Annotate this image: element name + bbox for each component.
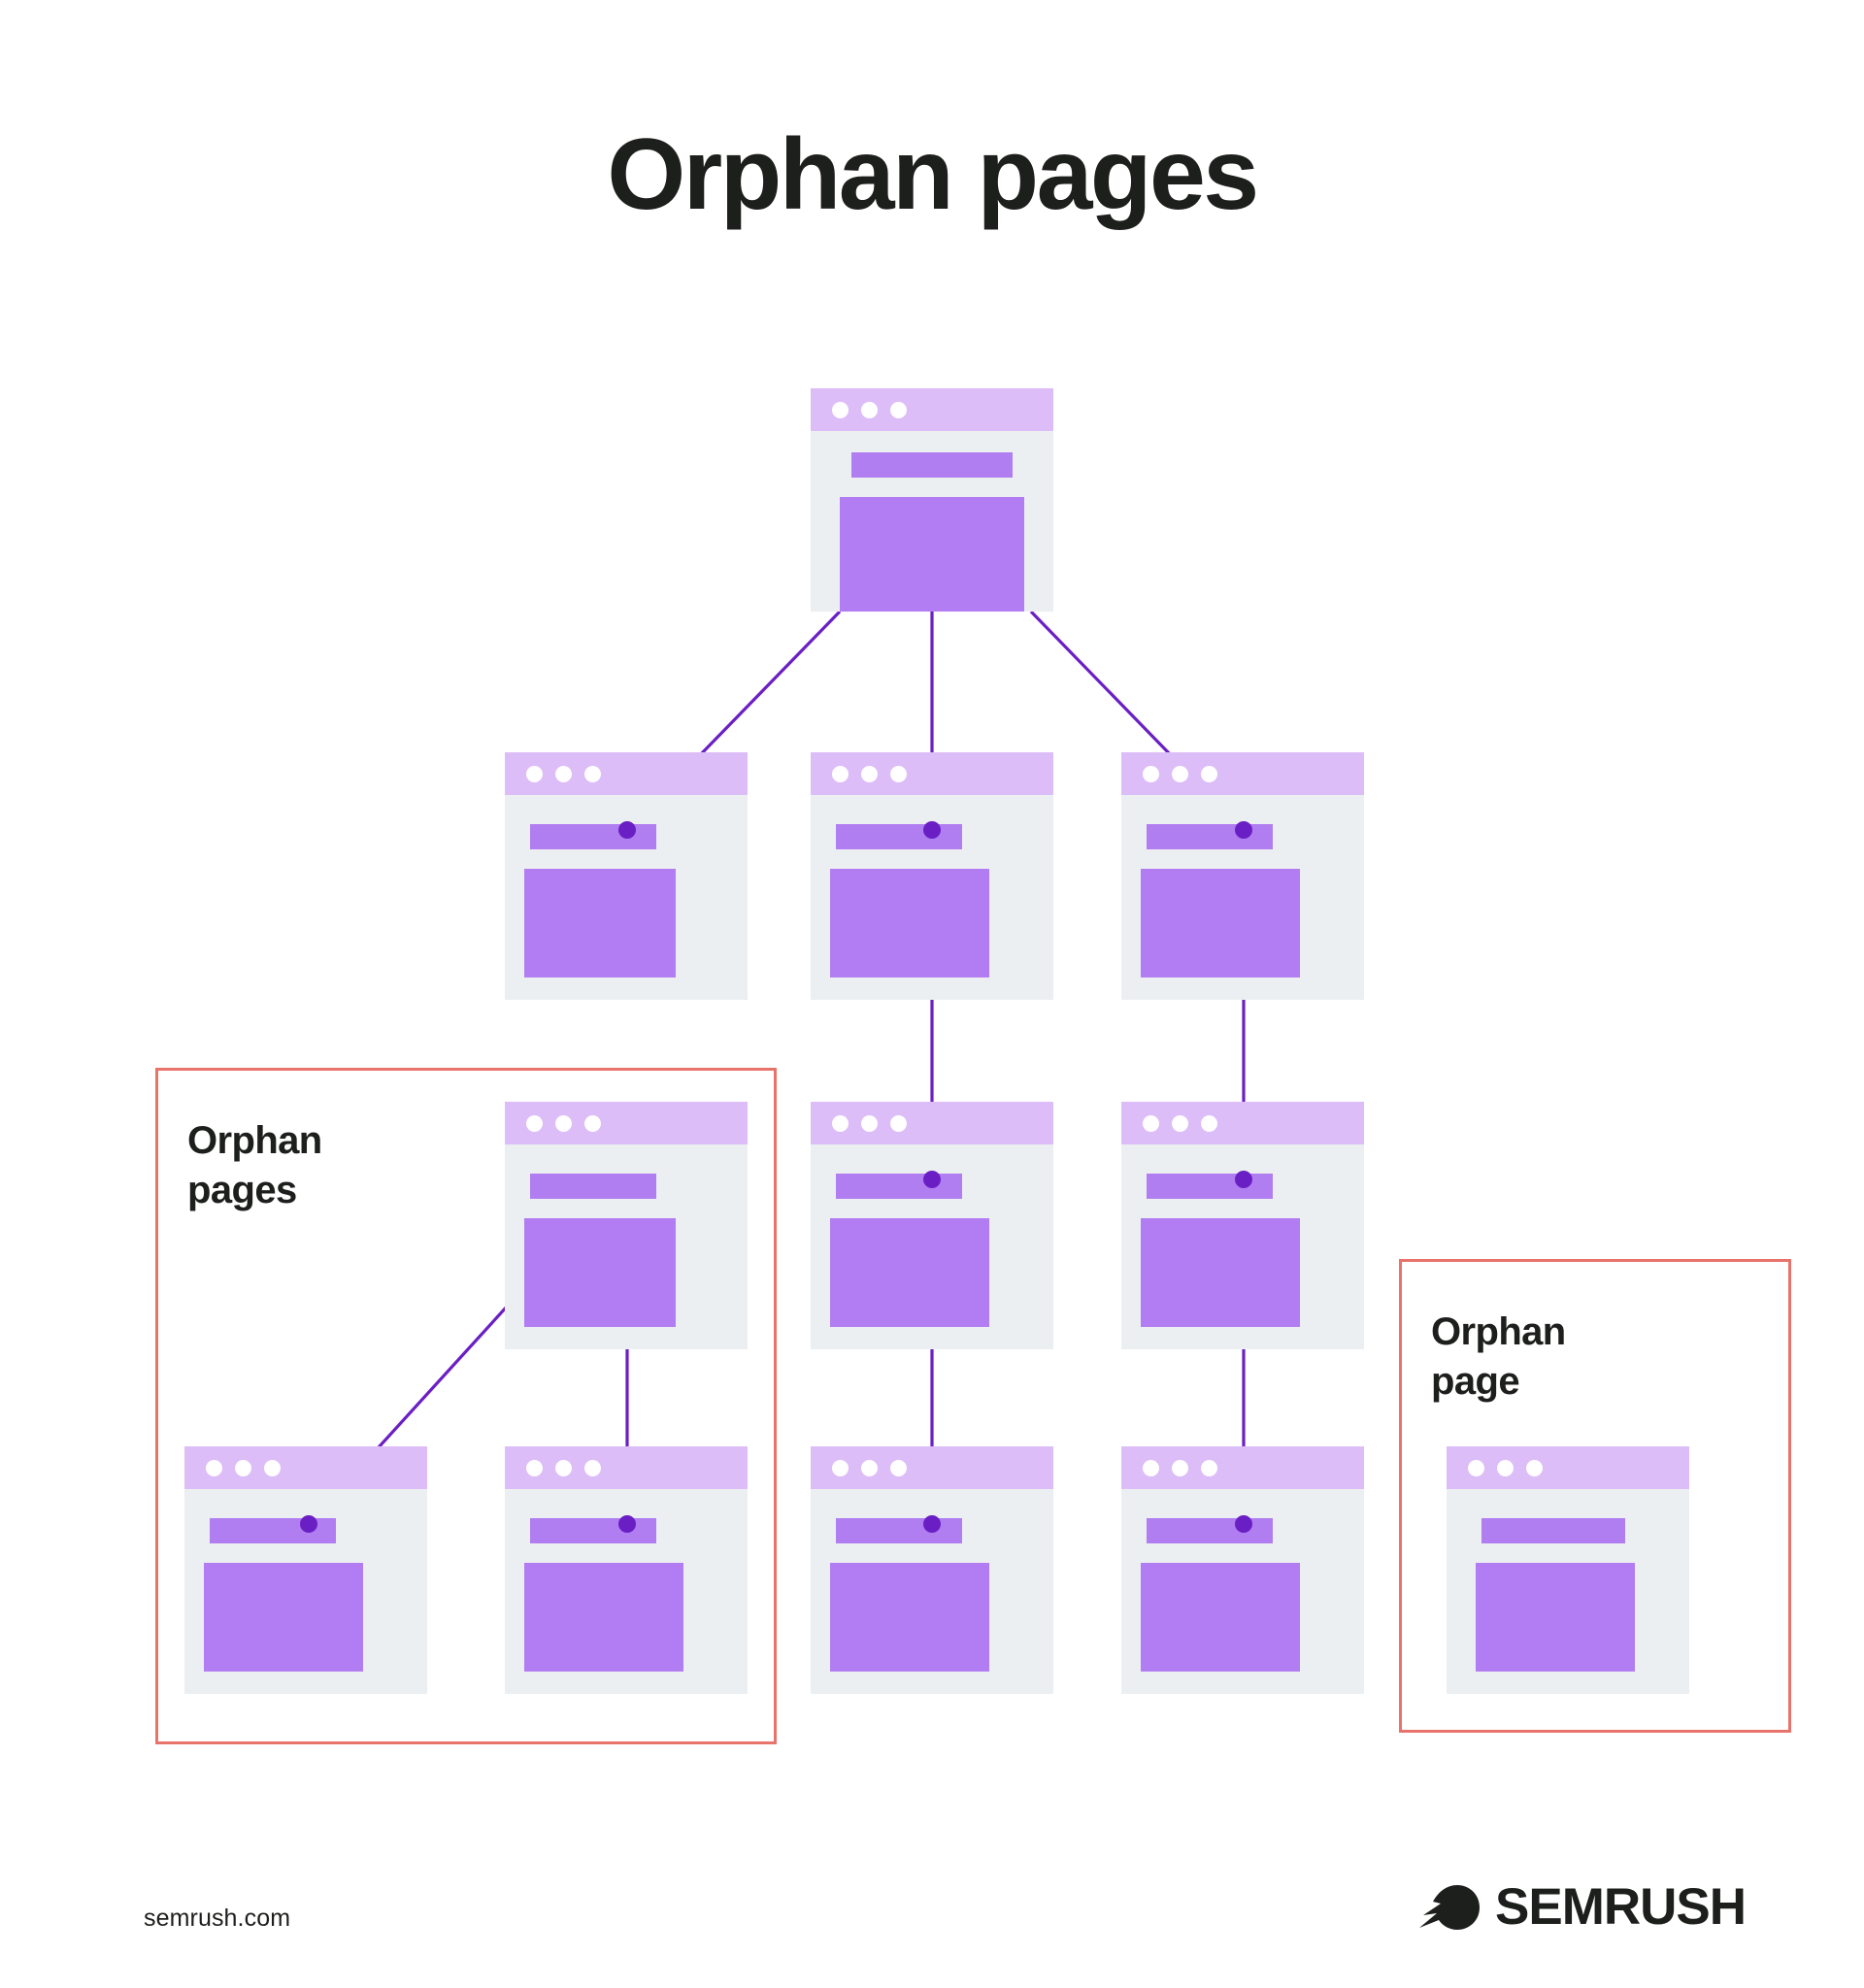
window-dot-3-icon — [1201, 765, 1217, 782]
card-content-block — [1141, 1218, 1300, 1327]
card-titlebar — [505, 1102, 748, 1144]
card-titlebar — [1447, 1446, 1689, 1489]
window-dot-3-icon — [1201, 1459, 1217, 1476]
window-dot-1-icon — [832, 1459, 849, 1476]
browser-card-level3-page-3[interactable] — [1121, 1102, 1364, 1349]
window-dot-2-icon — [1172, 765, 1188, 782]
window-dot-1-icon — [526, 1114, 543, 1132]
browser-card-orphan-child-page-2[interactable] — [505, 1446, 748, 1694]
card-headline-bar — [836, 1174, 962, 1199]
highlight-box-orphan-pages-group — [155, 1068, 777, 1744]
semrush-comet-logo — [1417, 1883, 1481, 1932]
window-dot-2-icon — [555, 765, 572, 782]
card-content-block — [1476, 1563, 1635, 1672]
browser-card-level2-page-3[interactable] — [1121, 752, 1364, 1000]
window-dot-3-icon — [890, 765, 907, 782]
window-dot-3-icon — [584, 765, 601, 782]
window-dot-2-icon — [861, 1114, 878, 1132]
page-title: Orphan pages — [607, 118, 1259, 231]
window-dot-1-icon — [526, 1459, 543, 1476]
card-headline-bar — [1147, 824, 1273, 849]
window-dot-2-icon — [861, 765, 878, 782]
window-dot-3-icon — [890, 1114, 907, 1132]
window-dot-2-icon — [555, 1459, 572, 1476]
browser-card-level4-page-3[interactable] — [1121, 1446, 1364, 1694]
card-content-block — [1141, 1563, 1300, 1672]
card-titlebar — [505, 1446, 748, 1489]
window-dot-2-icon — [861, 1459, 878, 1476]
browser-card-root-page[interactable] — [811, 388, 1053, 612]
window-dot-1-icon — [1143, 1459, 1159, 1476]
window-dot-1-icon — [832, 765, 849, 782]
window-dot-3-icon — [584, 1114, 601, 1132]
window-dot-3-icon — [1201, 1114, 1217, 1132]
card-headline-bar — [836, 1518, 962, 1543]
window-dot-3-icon — [1526, 1459, 1543, 1476]
window-dot-2-icon — [1497, 1459, 1514, 1476]
browser-card-isolated-orphan-page[interactable] — [1447, 1446, 1689, 1694]
window-dot-3-icon — [264, 1459, 281, 1476]
card-titlebar — [811, 752, 1053, 795]
window-dot-3-icon — [890, 1459, 907, 1476]
window-dot-2-icon — [235, 1459, 251, 1476]
card-titlebar — [1121, 1102, 1364, 1144]
semrush-logo: SEMRUSH — [1417, 1878, 1747, 1936]
browser-card-level3-page-2[interactable] — [811, 1102, 1053, 1349]
card-headline-bar — [530, 1174, 656, 1199]
window-dot-2-icon — [555, 1114, 572, 1132]
window-dot-1-icon — [1143, 765, 1159, 782]
card-content-block — [1141, 869, 1300, 977]
card-content-block — [524, 1218, 676, 1327]
window-dot-2-icon — [1172, 1114, 1188, 1132]
card-headline-bar — [851, 452, 1013, 478]
card-headline-bar — [210, 1518, 336, 1543]
window-dot-2-icon — [861, 401, 878, 418]
window-dot-1-icon — [832, 1114, 849, 1132]
card-titlebar — [811, 388, 1053, 431]
card-content-block — [830, 869, 989, 977]
card-headline-bar — [1147, 1518, 1273, 1543]
card-titlebar — [1121, 1446, 1364, 1489]
window-dot-1-icon — [526, 765, 543, 782]
browser-card-level4-page-2[interactable] — [811, 1446, 1053, 1694]
card-content-block — [840, 497, 1024, 612]
card-content-block — [204, 1563, 363, 1672]
card-headline-bar — [1147, 1174, 1273, 1199]
card-titlebar — [505, 752, 748, 795]
card-titlebar — [184, 1446, 427, 1489]
highlight-label-orphan-page-single: Orphan page — [1431, 1310, 1566, 1404]
window-dot-1-icon — [206, 1459, 222, 1476]
semrush-wordmark: SEMRUSH — [1495, 1878, 1747, 1936]
window-dot-1-icon — [832, 401, 849, 418]
window-dot-2-icon — [1172, 1459, 1188, 1476]
window-dot-3-icon — [890, 401, 907, 418]
card-titlebar — [811, 1446, 1053, 1489]
window-dot-1-icon — [1468, 1459, 1484, 1476]
card-content-block — [830, 1218, 989, 1327]
browser-card-orphan-parent-page[interactable] — [505, 1102, 748, 1349]
card-content-block — [524, 869, 676, 977]
card-content-block — [524, 1563, 683, 1672]
card-headline-bar — [836, 824, 962, 849]
card-headline-bar — [530, 1518, 656, 1543]
highlight-label-orphan-pages-group: Orphan pages — [187, 1119, 322, 1212]
card-content-block — [830, 1563, 989, 1672]
window-dot-1-icon — [1143, 1114, 1159, 1132]
browser-card-level2-page-1[interactable] — [505, 752, 748, 1000]
card-titlebar — [811, 1102, 1053, 1144]
card-headline-bar — [1481, 1518, 1625, 1543]
browser-card-level2-page-2[interactable] — [811, 752, 1053, 1000]
window-dot-3-icon — [584, 1459, 601, 1476]
card-titlebar — [1121, 752, 1364, 795]
footer-url[interactable]: semrush.com — [144, 1905, 291, 1932]
browser-card-orphan-child-page-1[interactable] — [184, 1446, 427, 1694]
highlight-box-orphan-page-single — [1399, 1259, 1791, 1733]
card-headline-bar — [530, 824, 656, 849]
